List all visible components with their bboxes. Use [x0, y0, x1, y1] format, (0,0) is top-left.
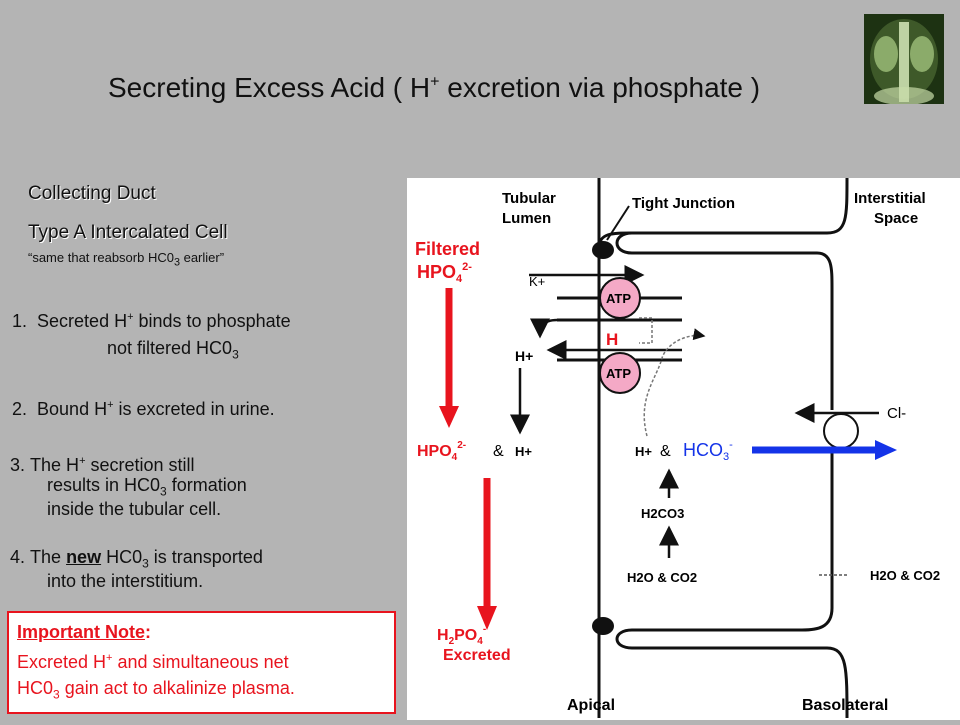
apical-label: Apical — [567, 697, 615, 714]
collecting-duct-heading: Collecting Duct — [28, 183, 156, 204]
important-note-box: Important Note: Excreted H+ and simultan… — [7, 611, 396, 714]
note-heading: Important Note — [17, 622, 145, 642]
filtered-label: Filtered — [415, 239, 480, 259]
step-1: 1. Secreted H+ binds to phosphate — [12, 311, 291, 331]
cell-top-border — [597, 177, 849, 249]
h2co3-label: H2CO3 — [641, 506, 684, 521]
basolateral-label: Basolateral — [802, 697, 888, 714]
ampersand-lumen: & — [493, 443, 504, 460]
tight-junction-bottom — [592, 617, 614, 635]
step-3-line3: inside the tubular cell. — [47, 499, 222, 519]
h2o-co2-cell: H2O & CO2 — [627, 570, 697, 585]
xray-thumbnail — [864, 14, 944, 104]
filtered-hpo4-label: HPO42- — [417, 261, 472, 285]
svg-text:ATP: ATP — [606, 291, 631, 306]
h-plus-lumen: H+ — [515, 444, 532, 459]
h-label-red: H — [606, 330, 618, 349]
hpo4-lumen-label: HPO42- — [417, 440, 466, 463]
svg-text:Space: Space — [874, 210, 918, 227]
cell-type-heading: Type A Intercalated Cell — [28, 222, 228, 243]
anion-exchanger — [823, 413, 859, 449]
basolateral-membrane-lower — [615, 450, 849, 719]
step-3-line2: results in HC03 formation — [47, 475, 247, 499]
k-plus-label: K+ — [529, 274, 545, 289]
svg-text:Lumen: Lumen — [502, 210, 551, 227]
regulation-dashed-arrow — [643, 328, 706, 437]
step-4: 4. The new HC03 is transported — [10, 547, 263, 571]
h-plus-recycle-arrow — [530, 318, 558, 339]
tight-junction-pointer — [606, 205, 630, 241]
atp-pump-bottom — [599, 352, 641, 394]
transport-diagram: Tubular Lumen Tight Junction Interstitia… — [407, 177, 960, 720]
step-4-line2: into the interstitium. — [47, 571, 204, 591]
note-line-1: Excreted H+ and simultaneous net — [17, 652, 289, 672]
h2po4-label: H2PO4- — [437, 624, 486, 647]
hco3-label: HCO3- — [683, 439, 733, 463]
svg-text:ATP: ATP — [606, 366, 631, 381]
basolateral-membrane-upper — [615, 231, 834, 410]
interstitial-space-label: Interstitial — [854, 190, 926, 207]
note-line-2: HC03 gain act to alkalinize plasma. — [17, 678, 295, 702]
cell-subheading: “same that reabsorb HC03 earlier” — [28, 250, 225, 269]
excreted-label: Excreted — [443, 647, 511, 664]
tight-junction-top — [592, 241, 614, 259]
h-plus-pump-label: H+ — [515, 348, 533, 364]
ampersand-cell: & — [660, 443, 671, 460]
atp-pump-top — [599, 277, 641, 319]
chloride-label: Cl- — [887, 405, 906, 422]
step-3: 3. The H+ secretion still — [10, 455, 195, 475]
page-title: Secreting Excess Acid ( H+ excretion via… — [108, 72, 761, 103]
step-2: 2. Bound H+ is excreted in urine. — [12, 399, 275, 419]
h2o-co2-interstitial: H2O & CO2 — [870, 568, 940, 583]
tubular-lumen-label: Tubular — [502, 190, 556, 207]
tight-junction-label: Tight Junction — [632, 195, 735, 212]
h-plus-cell: H+ — [635, 444, 652, 459]
step-1-line2: not filtered HC03 — [107, 338, 239, 362]
